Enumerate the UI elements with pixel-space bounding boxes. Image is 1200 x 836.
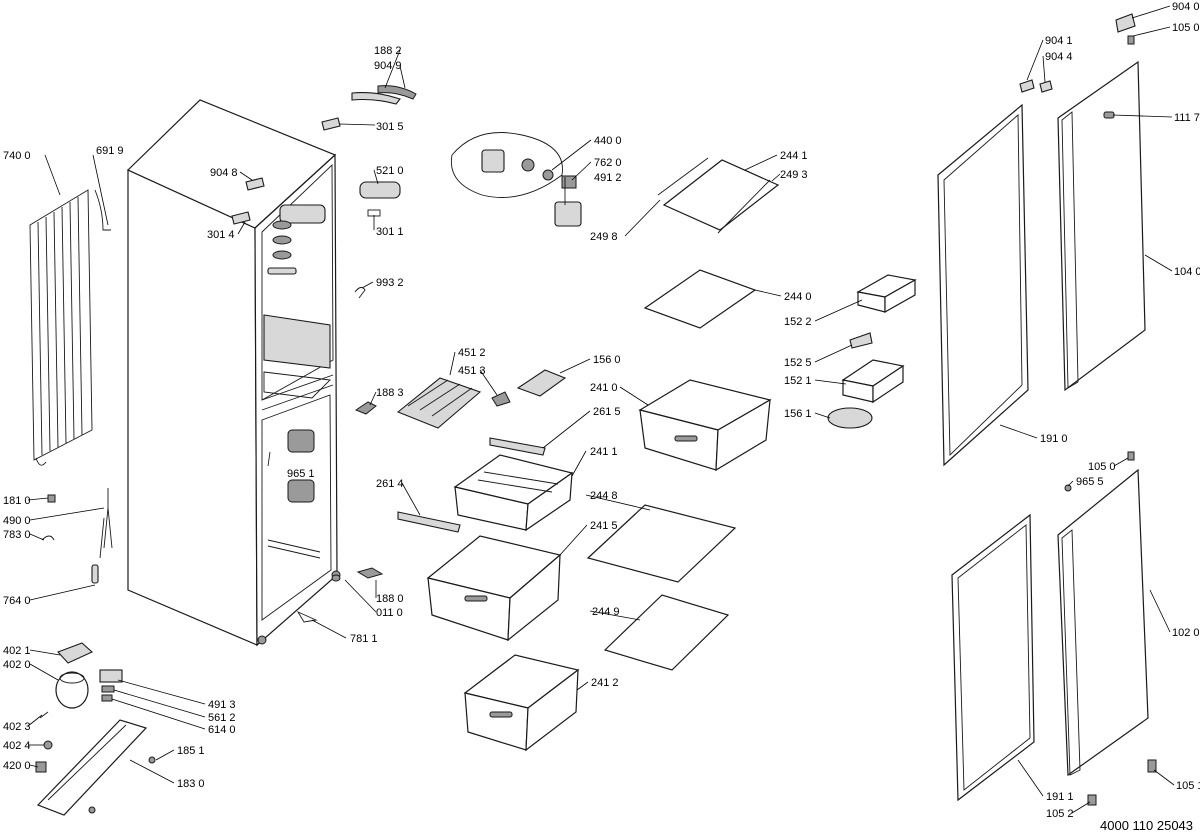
callout-label: 904 4: [1045, 51, 1073, 63]
callout-label: 244 8: [590, 490, 618, 502]
leader-lines: [27, 5, 1175, 814]
callout-label: 491 2: [594, 172, 622, 184]
callout-label: 402 4: [3, 740, 31, 752]
callout-label: 783 0: [3, 529, 31, 541]
callout-label: 762 0: [594, 157, 622, 169]
callout-label: 105 2: [1046, 808, 1074, 820]
callout-label: 244 0: [784, 291, 812, 303]
door-bins: [827, 274, 917, 429]
callout-label: 241 2: [591, 677, 619, 689]
callout-label: 451 3: [458, 365, 486, 377]
cabinet-body: [126, 99, 341, 647]
callout-label: 965 1: [287, 468, 315, 480]
callout-label: 011 0: [376, 607, 403, 619]
callout-label: 491 3: [208, 699, 236, 711]
callout-label: 152 1: [784, 375, 812, 387]
callout-label: 904 1: [1045, 35, 1073, 47]
callout-label: 191 1: [1046, 791, 1074, 803]
callout-label: 561 2: [208, 712, 236, 724]
callout-label: 241 1: [590, 446, 618, 458]
callout-label: 301 5: [376, 121, 404, 133]
callout-label: 111 7: [1174, 112, 1200, 124]
upper-door-assembly: [937, 13, 1146, 467]
callout-label: 191 0: [1040, 433, 1068, 445]
callout-label: 904 0: [1172, 1, 1200, 13]
callout-label: 188 3: [376, 387, 404, 399]
callout-label: 781 1: [350, 633, 378, 645]
callout-label: 249 8: [590, 231, 618, 243]
lower-door-assembly: [951, 451, 1157, 806]
callout-label: 402 1: [3, 645, 31, 657]
callout-labels: 188 2 904 9 301 5 740 0 691 9 904 8 301 …: [3, 1, 1200, 820]
callout-label: 105 1: [1176, 780, 1200, 792]
callout-label: 740 0: [3, 150, 31, 162]
callout-label: 301 4: [207, 229, 235, 241]
callout-label: 301 1: [376, 226, 404, 238]
callout-label: 249 3: [780, 169, 808, 181]
condenser-coil: [29, 189, 111, 466]
callout-label: 402 0: [3, 659, 31, 671]
callout-label: 181 0: [3, 495, 31, 507]
callout-label: 183 0: [177, 778, 205, 790]
top-small-parts: [231, 85, 582, 299]
callout-label: 691 9: [96, 145, 124, 157]
callout-label: 965 5: [1076, 476, 1104, 488]
callout-label: 244 1: [780, 150, 808, 162]
callout-label: 993 2: [376, 277, 404, 289]
callout-label: 490 0: [3, 515, 31, 527]
callout-label: 241 5: [590, 520, 618, 532]
callout-label: 244 9: [592, 606, 620, 618]
callout-label: 156 0: [593, 354, 621, 366]
callout-label: 152 2: [784, 316, 812, 328]
callout-label: 904 8: [210, 167, 238, 179]
callout-label: 188 0: [376, 593, 404, 605]
callout-label: 420 0: [3, 760, 31, 772]
callout-label: 614 0: [208, 724, 236, 736]
drawers: [426, 379, 772, 752]
callout-label: 440 0: [594, 135, 622, 147]
callout-label: 451 2: [458, 347, 486, 359]
callout-label: 521 0: [376, 165, 404, 177]
drawing-number: 4000 110 25043: [1100, 818, 1193, 833]
grilles-and-trims: [354, 369, 567, 533]
callout-label: 104 0: [1174, 266, 1200, 278]
shelves: [586, 157, 780, 671]
callout-label: 105 0: [1172, 22, 1200, 34]
callout-label: 188 2: [374, 45, 402, 57]
callout-label: 152 5: [784, 357, 812, 369]
callout-label: 904 9: [374, 60, 402, 72]
callout-label: 402 3: [3, 721, 31, 733]
callout-label: 102 0: [1172, 627, 1200, 639]
callout-label: 185 1: [177, 745, 205, 757]
callout-label: 241 0: [590, 382, 618, 394]
callout-label: 261 4: [376, 478, 404, 490]
callout-label: 764 0: [3, 595, 31, 607]
callout-label: 105 0: [1088, 461, 1116, 473]
callout-label: 261 5: [593, 406, 621, 418]
callout-label: 156 1: [784, 408, 812, 420]
